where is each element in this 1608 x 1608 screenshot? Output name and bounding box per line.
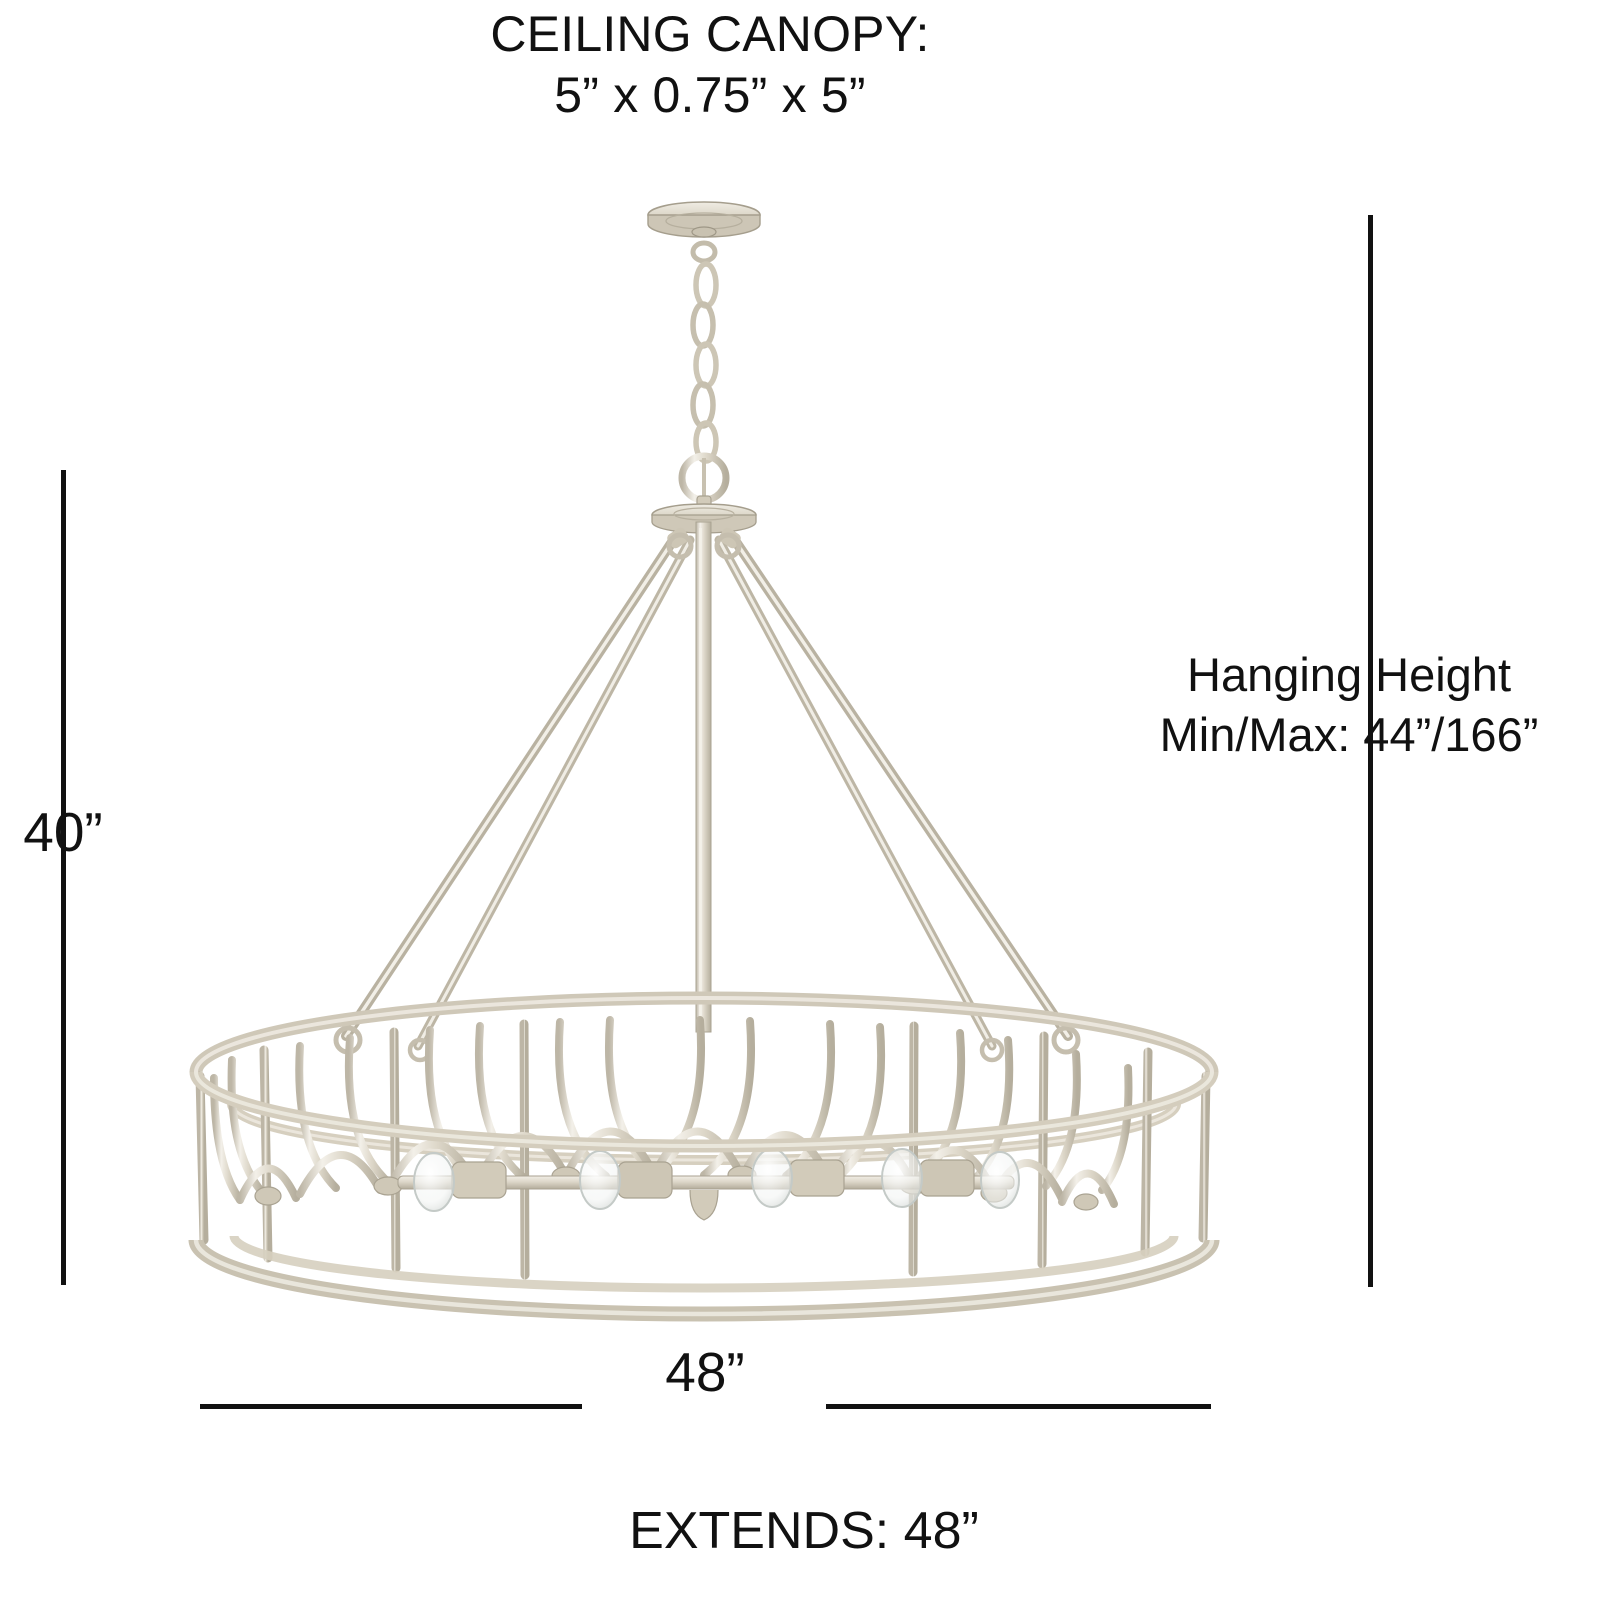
hanging-height-dimension-line bbox=[1368, 215, 1373, 1287]
ring-arch-pattern bbox=[210, 1016, 1133, 1208]
hub-plate bbox=[651, 503, 757, 534]
hanging-height-title: Hanging Height bbox=[1187, 648, 1511, 701]
width-value-label: 48” bbox=[665, 1341, 745, 1403]
ceiling-canopy-part bbox=[647, 201, 761, 238]
hanging-height-label: Hanging Height Min/Max: 44”/166” bbox=[1090, 645, 1608, 765]
ceiling-canopy-label: CEILING CANOPY: 5” x 0.75” x 5” bbox=[330, 4, 1090, 126]
suspension-rods bbox=[333, 527, 1081, 1063]
light-bar-assembly bbox=[397, 1148, 1020, 1221]
ring-posts bbox=[195, 1015, 1211, 1282]
light-bulbs bbox=[413, 1148, 1020, 1212]
hanger-loop bbox=[678, 452, 730, 510]
center-stem bbox=[695, 521, 712, 1033]
width-dimension-line-right bbox=[826, 1404, 1211, 1409]
chandelier-ring bbox=[188, 991, 1220, 1322]
ceiling-canopy-title: CEILING CANOPY: bbox=[490, 6, 930, 62]
width-dimension-line-left bbox=[200, 1404, 582, 1409]
extends-label: EXTENDS: 48” bbox=[629, 1502, 979, 1560]
hanging-height-range: Min/Max: 44”/166” bbox=[1159, 708, 1539, 762]
bulb-sockets bbox=[451, 1159, 975, 1199]
height-value-label: 40” bbox=[23, 801, 103, 863]
suspension-chain bbox=[690, 240, 719, 464]
ceiling-canopy-dimensions: 5” x 0.75” x 5” bbox=[554, 67, 866, 123]
ring-junction-nodes bbox=[254, 1164, 1099, 1211]
height-dimension-line bbox=[61, 470, 66, 1285]
